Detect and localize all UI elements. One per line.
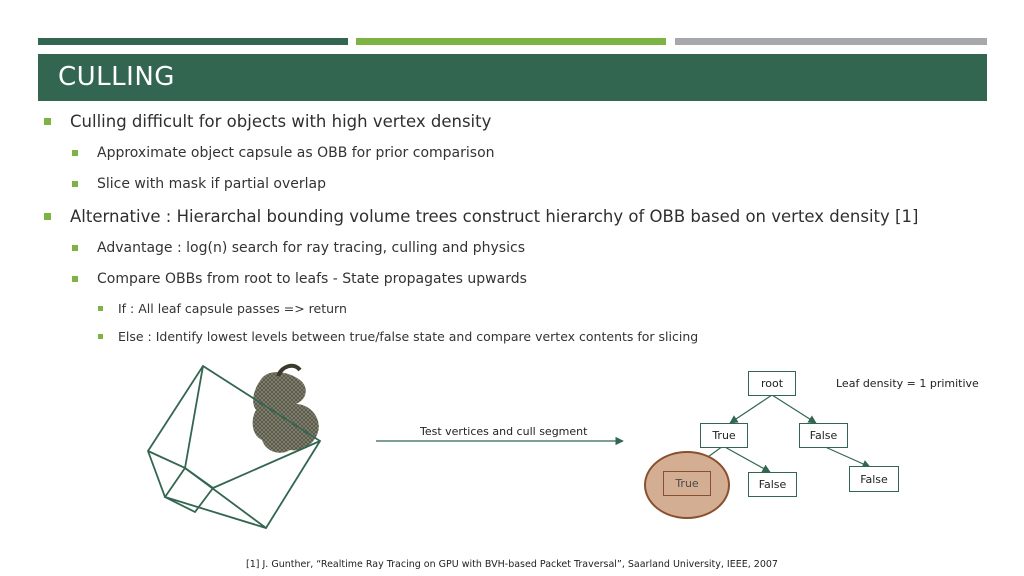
top-accent-bar-dark-green — [38, 38, 348, 45]
bullet-text: Advantage : log(n) search for ray tracin… — [97, 240, 525, 256]
bullet-marker-icon — [72, 276, 78, 282]
tree-node-false: False — [799, 423, 848, 448]
bullet-text: Slice with mask if partial overlap — [97, 176, 327, 192]
bullet-text: Compare OBBs from root to leafs - State … — [97, 271, 527, 287]
bullet-text: If : All leaf capsule passes => return — [118, 301, 347, 316]
bullet-marker-icon — [98, 334, 103, 339]
bullet-level1: Alternative : Hierarchal bounding volume… — [44, 207, 918, 226]
bullet-marker-icon — [44, 118, 51, 125]
bullet-level3: Else : Identify lowest levels between tr… — [98, 329, 698, 344]
bullet-level1: Culling difficult for objects with high … — [44, 112, 491, 131]
top-accent-bar-grey — [675, 38, 987, 45]
bullet-level2: Advantage : log(n) search for ray tracin… — [72, 240, 525, 256]
bullet-marker-icon — [72, 150, 78, 156]
title-band: CULLING — [38, 54, 987, 101]
leaf-density-note: Leaf density = 1 primitive — [836, 377, 979, 390]
bullet-text: Approximate object capsule as OBB for pr… — [97, 145, 495, 161]
bullet-marker-icon — [72, 245, 78, 251]
tree-leaf-true: True — [663, 471, 711, 496]
bullet-level2: Compare OBBs from root to leafs - State … — [72, 271, 527, 287]
slide-title: CULLING — [58, 62, 175, 92]
arrow-label: Test vertices and cull segment — [420, 425, 588, 438]
bunny-obb-illustration — [146, 363, 322, 530]
bullet-marker-icon — [98, 306, 103, 311]
tree-leaf-false-right: False — [849, 466, 899, 492]
tree-node-root: root — [748, 371, 796, 396]
top-accent-bar-light-green — [356, 38, 666, 45]
bullet-text: Else : Identify lowest levels between tr… — [118, 329, 699, 344]
tree-node-true: True — [700, 423, 748, 448]
bullet-marker-icon — [44, 213, 51, 220]
bullet-marker-icon — [72, 181, 78, 187]
bullet-level2: Slice with mask if partial overlap — [72, 176, 326, 192]
bullet-text: Alternative : Hierarchal bounding volume… — [70, 207, 919, 226]
tree-leaf-false-left: False — [748, 472, 797, 497]
bullet-level2: Approximate object capsule as OBB for pr… — [72, 145, 495, 161]
citation-footnote: [1] J. Gunther, “Realtime Ray Tracing on… — [246, 559, 778, 570]
bullet-text: Culling difficult for objects with high … — [70, 112, 492, 131]
bullet-level3: If : All leaf capsule passes => return — [98, 301, 347, 316]
